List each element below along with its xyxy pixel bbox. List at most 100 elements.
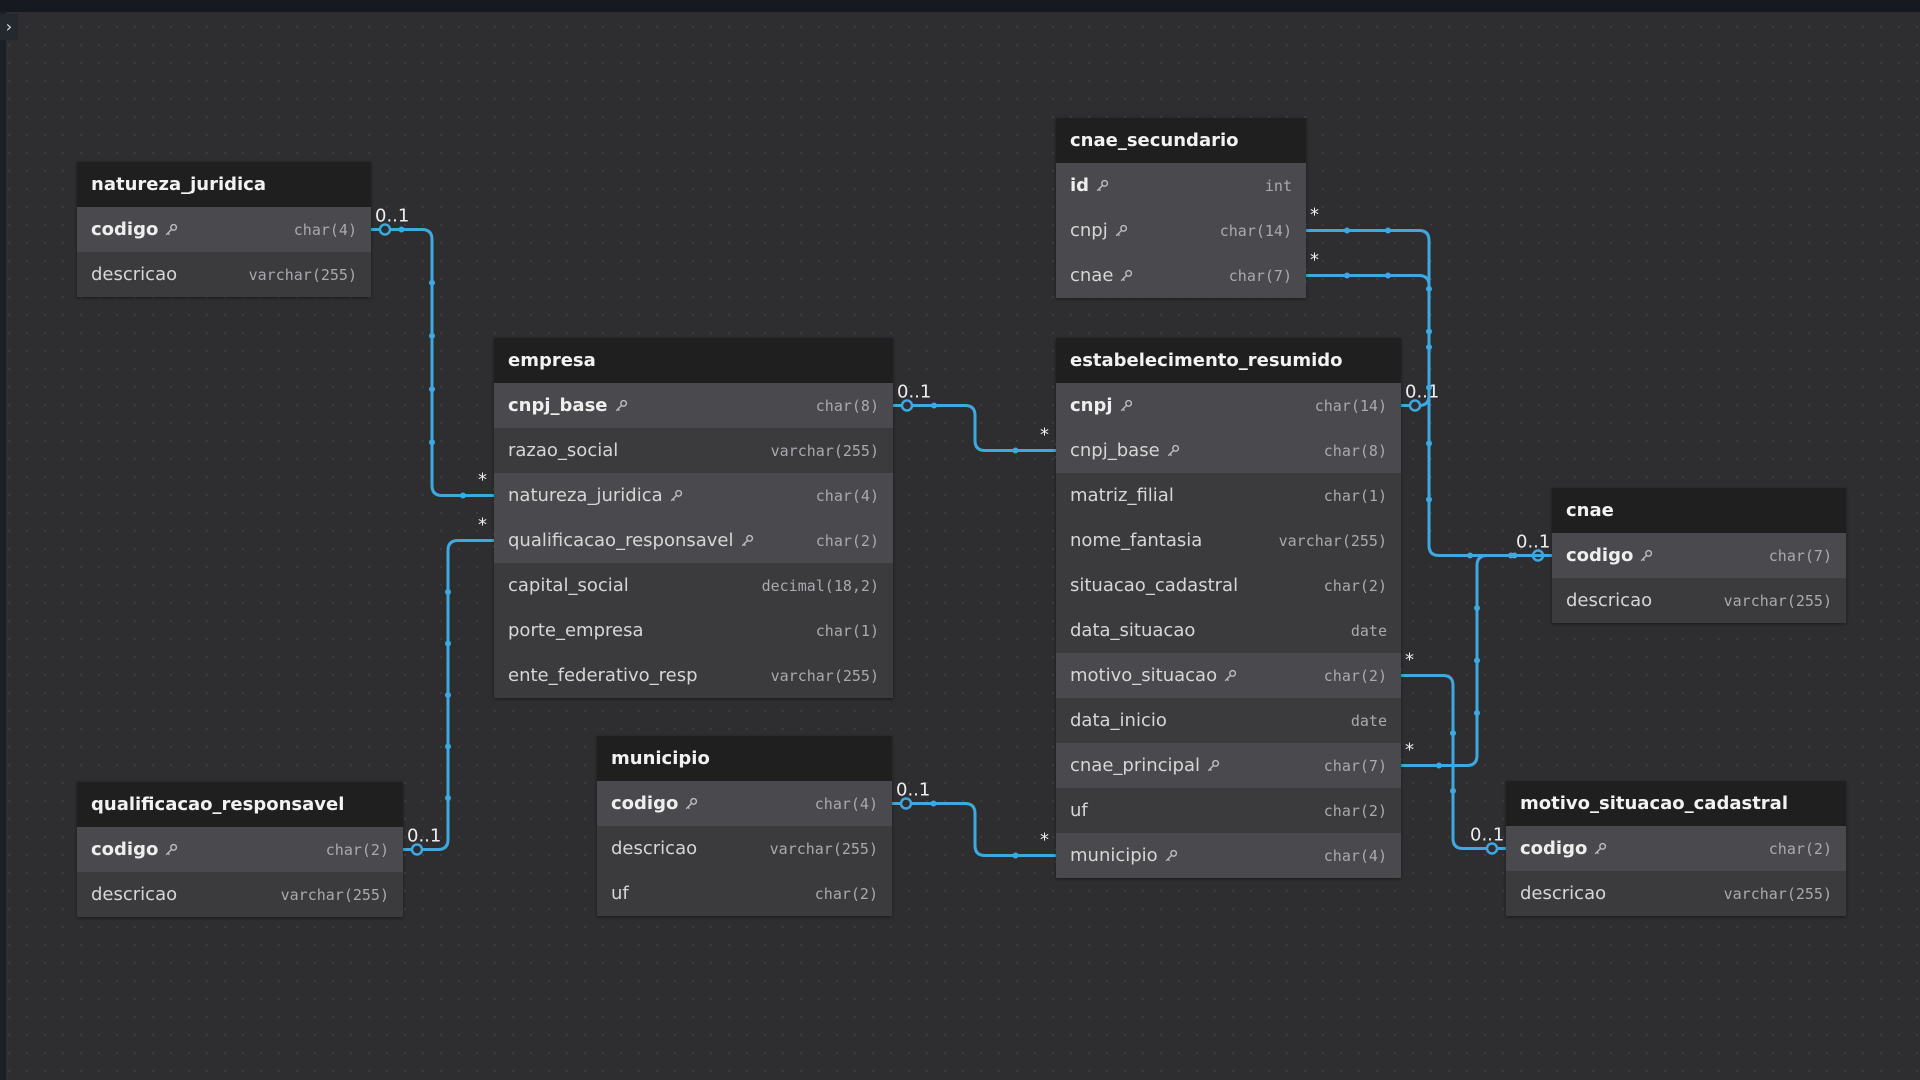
column-type: varchar(255)	[770, 666, 879, 685]
table-title[interactable]: cnae	[1552, 488, 1846, 533]
column-type: char(2)	[1323, 666, 1387, 685]
table-title[interactable]: empresa	[494, 338, 893, 383]
column-row[interactable]: motivo_situacao char(2)	[1056, 653, 1401, 698]
column-name: id	[1070, 175, 1109, 196]
relation-line	[371, 228, 494, 497]
line-dot	[930, 800, 937, 807]
line-dot	[931, 402, 937, 409]
column-type: char(2)	[814, 884, 878, 903]
key-link-icon	[164, 223, 178, 237]
line-dot	[398, 226, 405, 233]
column-name: codigo	[611, 793, 698, 814]
cardinality-from: 0..1	[896, 780, 930, 801]
relation-qualificacao[interactable]: 0..1*	[403, 515, 507, 856]
column-name-text: motivo_situacao	[1070, 665, 1218, 686]
table-title[interactable]: natureza_juridica	[77, 162, 371, 207]
table-title[interactable]: municipio	[597, 736, 892, 781]
table-title[interactable]: qualificacao_responsavel	[77, 782, 403, 827]
line-dot	[1426, 440, 1432, 447]
line-dot	[445, 692, 451, 698]
key-link-icon	[1119, 269, 1133, 283]
column-type: char(2)	[325, 840, 389, 859]
relation-municipio[interactable]: 0..1*	[892, 780, 1069, 864]
column-row[interactable]: ente_federativo_resp varchar(255)	[494, 653, 893, 698]
column-type: char(8)	[1323, 441, 1387, 460]
column-type: char(4)	[815, 486, 879, 505]
key-link-icon	[1639, 549, 1653, 563]
column-type: char(2)	[1323, 801, 1387, 820]
relation-line	[1306, 274, 1552, 557]
table-title[interactable]: estabelecimento_resumido	[1056, 338, 1401, 383]
relation-line	[893, 404, 1056, 452]
relation-line	[892, 802, 1056, 857]
relation-empresa-estab[interactable]: 0..1*	[893, 382, 1069, 459]
column-name-text: nome_fantasia	[1070, 530, 1203, 551]
zero-one-marker	[899, 797, 913, 810]
line-dot	[429, 386, 435, 393]
column-name: codigo	[1520, 838, 1607, 859]
key-link-icon	[669, 489, 683, 503]
zero-one-marker	[378, 223, 392, 236]
column-name-text: razao_social	[508, 440, 619, 461]
column-name: matriz_filial	[1070, 485, 1174, 506]
column-name: ente_federativo_resp	[508, 665, 698, 686]
relation-motivo[interactable]: 0..1*	[1388, 650, 1506, 855]
column-type: char(14)	[1219, 221, 1292, 240]
column-name-text: descricao	[1520, 883, 1607, 904]
line-dot	[460, 492, 466, 499]
key-link-icon	[1166, 444, 1180, 458]
column-name: razao_social	[508, 440, 618, 461]
table-title[interactable]: motivo_situacao_cadastral	[1506, 781, 1846, 826]
table-title[interactable]: cnae_secundario	[1056, 118, 1306, 163]
column-name: natureza_juridica	[508, 485, 683, 506]
column-name: codigo	[91, 219, 178, 240]
cardinality-from: 0..1	[1516, 532, 1550, 553]
relation-natureza[interactable]: 0..1*	[371, 206, 507, 504]
cardinality-from: 0..1	[407, 826, 441, 847]
line-dot	[445, 743, 451, 750]
cardinality-from: 0..1	[375, 206, 409, 227]
column-row[interactable]: natureza_juridica char(4)	[494, 473, 893, 518]
key-link-icon	[1593, 842, 1607, 856]
expand-panel-icon[interactable]: ›	[0, 14, 18, 40]
column-name-text: natureza_juridica	[508, 485, 663, 506]
